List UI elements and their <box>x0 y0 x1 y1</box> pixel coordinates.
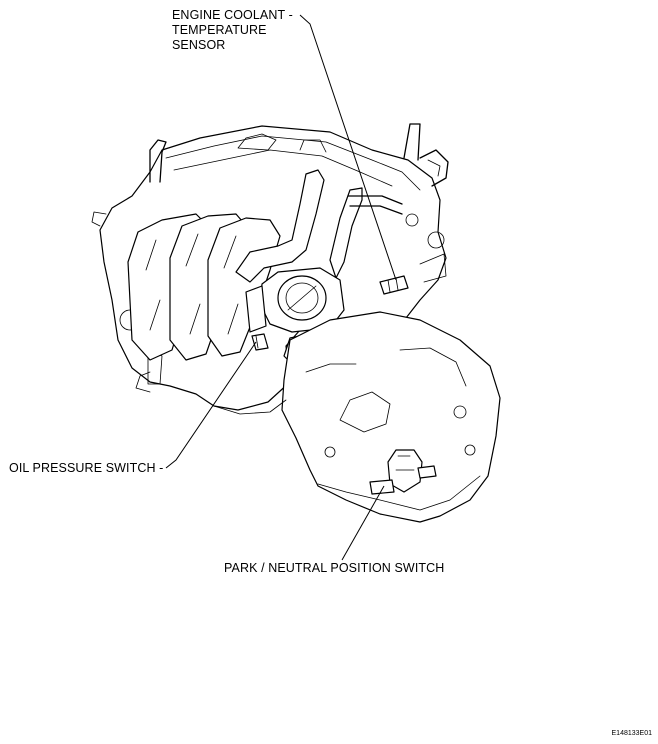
throttle-body <box>245 267 345 369</box>
oil-pressure-switch <box>251 333 269 351</box>
figure-code: E148133E01 <box>611 730 652 737</box>
label-line-2: TEMPERATURE <box>172 23 267 37</box>
coolant-sensor-leader-line <box>299 14 397 281</box>
oil-pressure-switch-label: OIL PRESSURE SWITCH - <box>9 461 164 475</box>
label-line-1: ENGINE COOLANT - <box>172 8 293 22</box>
park-neutral-position-switch <box>369 449 437 495</box>
engine-coolant-temperature-sensor-label: ENGINE COOLANT - TEMPERATURE SENSOR <box>172 8 293 53</box>
label-line-3: SENSOR <box>172 38 226 52</box>
park-neutral-leader-line <box>341 485 385 561</box>
park-neutral-position-switch-label: PARK / NEUTRAL POSITION SWITCH <box>224 561 445 575</box>
coolant-temperature-sensor <box>379 275 409 295</box>
intake-manifold <box>127 213 281 361</box>
coolant-hoses <box>235 169 403 283</box>
oil-pressure-leader-line <box>165 341 257 469</box>
transaxle <box>213 311 501 523</box>
